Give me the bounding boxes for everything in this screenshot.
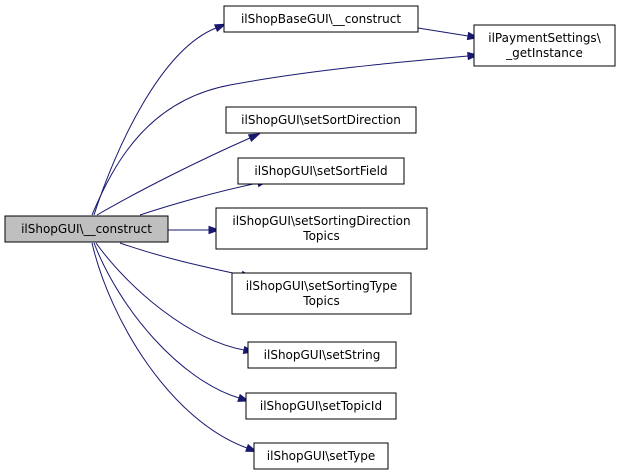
edge-root-to-payment (91, 51, 480, 216)
edge-base_construct-to-payment (417, 27, 480, 41)
node-box (225, 106, 417, 134)
node-label: ilShopGUI\setSortingType (246, 279, 398, 293)
node-label: ilShopGUI\setSortDirection (241, 113, 401, 127)
edge-root-to-set_topic_id (93, 242, 250, 402)
edge-arrowhead (208, 225, 221, 235)
node-label: ilShopGUI\__construct (21, 222, 152, 236)
node-label: ilShopGUI\setSortField (254, 164, 387, 178)
node-label: ilPaymentSettings\ (488, 31, 601, 45)
node-box (231, 272, 412, 315)
node-sort-dir[interactable]: ilShopGUI\setSortDirection (225, 106, 417, 134)
nodes: ilShopGUI\__construct ilShopBaseGUI\__con… (4, 5, 616, 470)
node-label: Topics (302, 229, 339, 243)
node-box (237, 157, 405, 185)
node-label: ilShopBaseGUI\__construct (241, 12, 401, 26)
node-label: ilShopGUI\setTopicId (260, 399, 382, 413)
node-base-construct[interactable]: ilShopBaseGUI\__construct (223, 5, 419, 33)
edge-arrowhead (467, 51, 480, 61)
edges (91, 23, 480, 453)
node-label: _getInstance (505, 46, 583, 60)
edge-root-to-base_construct (93, 23, 227, 216)
node-box (253, 442, 389, 470)
node-box (215, 207, 428, 250)
edge-root-to-sort_dir (96, 133, 261, 216)
node-set-type[interactable]: ilShopGUI\setType (253, 442, 389, 470)
node-set-topic-id[interactable]: ilShopGUI\setTopicId (245, 392, 397, 420)
node-set-string[interactable]: ilShopGUI\setString (247, 341, 397, 369)
node-box (223, 5, 419, 33)
node-box (4, 215, 169, 243)
node-label: ilShopGUI\setString (264, 348, 381, 362)
node-payment[interactable]: ilPaymentSettings\_getInstance (473, 24, 616, 67)
node-box (245, 392, 397, 420)
node-box (247, 341, 397, 369)
node-sort-field[interactable]: ilShopGUI\setSortField (237, 157, 405, 185)
node-root[interactable]: ilShopGUI\__construct (4, 215, 169, 243)
node-label: ilShopGUI\setSortingDirection (232, 214, 410, 228)
node-box (473, 24, 616, 67)
node-label: Topics (302, 294, 339, 308)
edge-arrowhead (213, 23, 227, 33)
node-label: ilShopGUI\setType (267, 449, 375, 463)
edge-arrowhead (247, 133, 261, 143)
edge-root-to-sorting_dir_topics (168, 225, 221, 235)
